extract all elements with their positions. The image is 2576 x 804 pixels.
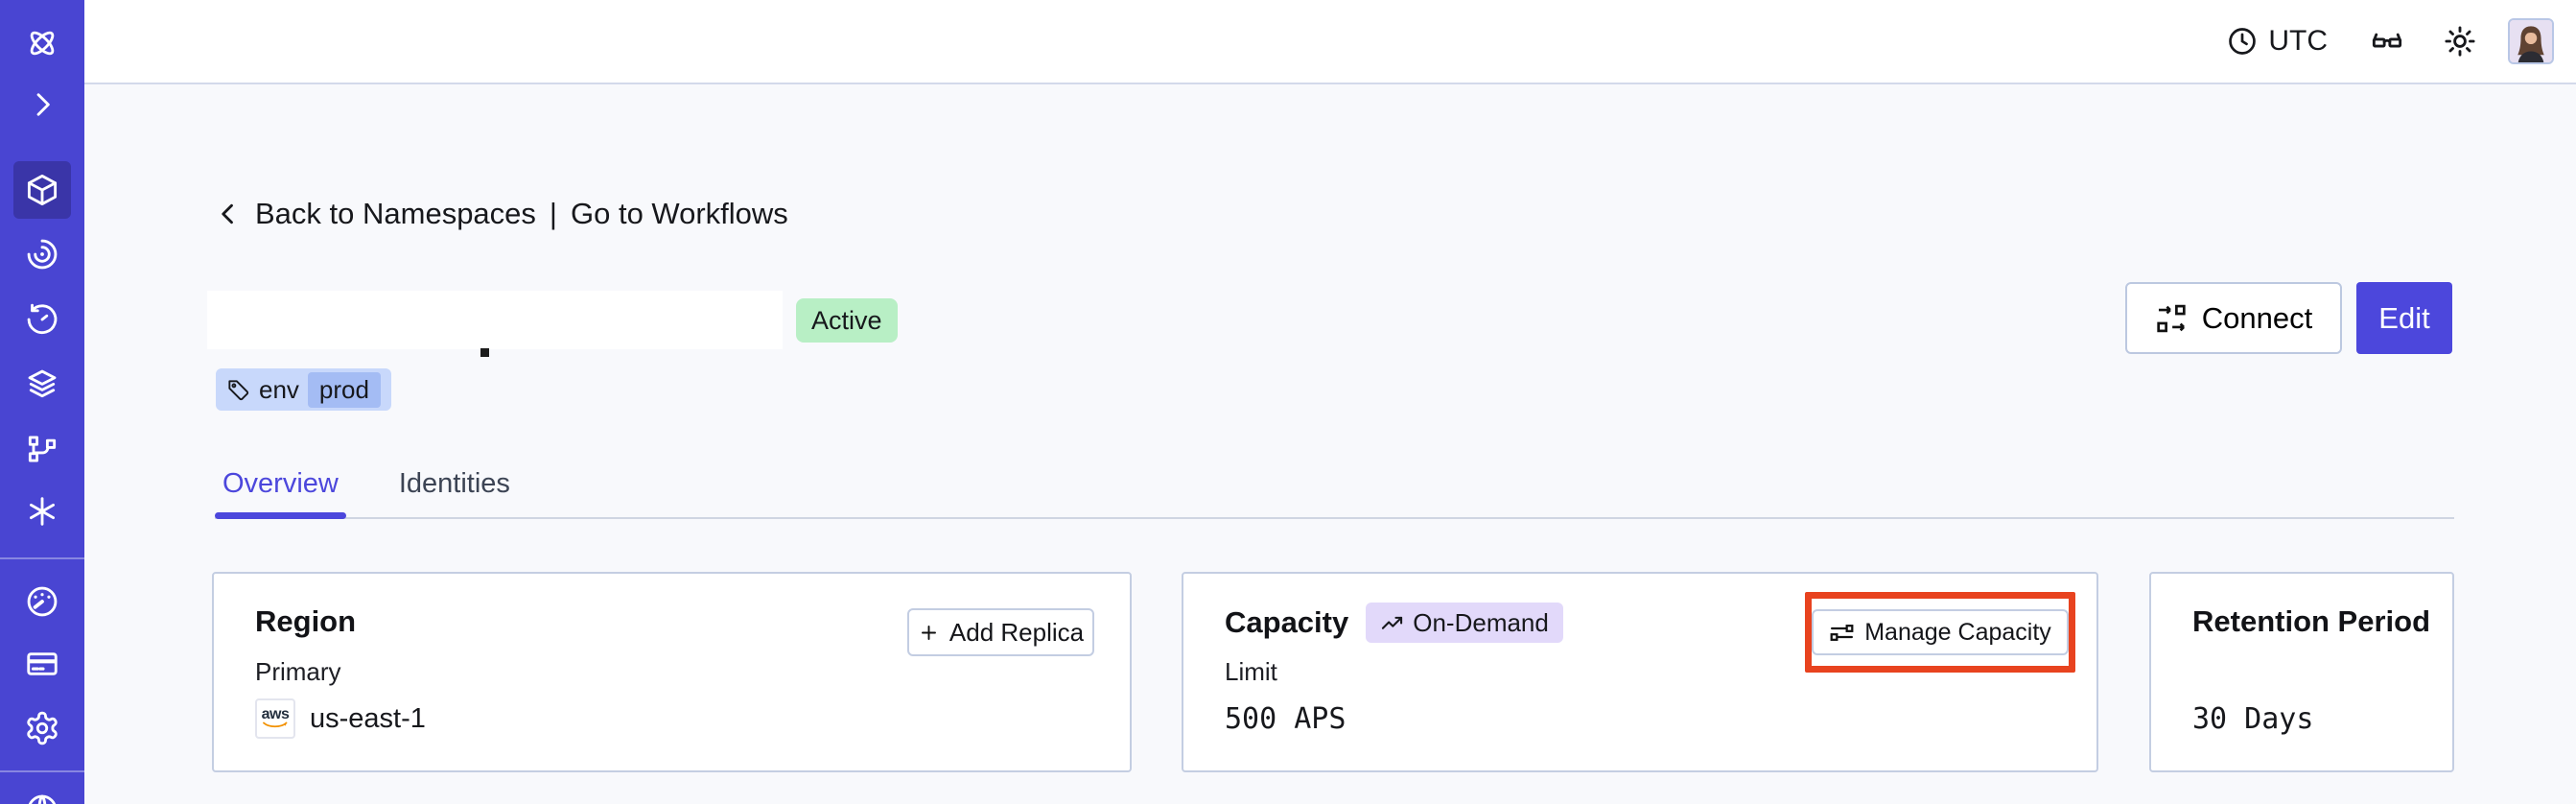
tabs-divider-line [215,517,2454,519]
gauge-icon [27,586,58,617]
sliders-icon [1830,624,1854,641]
schedule-clock-icon [27,303,58,335]
add-replica-button[interactable]: Add Replica [907,608,1094,656]
glasses-icon [2372,33,2402,48]
retention-card: Retention Period 30 Days [2149,572,2454,772]
clock-icon [2229,28,2257,55]
layers-icon [28,369,57,398]
region-card: Region Add Replica Primary aws us-east-1 [212,572,1132,772]
expand-sidebar-chevron-icon[interactable] [13,76,71,133]
sidebar-item-usage[interactable] [13,573,71,630]
user-avatar[interactable] [2508,18,2554,64]
timezone-label: UTC [2268,25,2328,57]
sidebar-item-workflows[interactable] [13,225,71,283]
manage-capacity-button[interactable]: Manage Capacity [1812,609,2069,655]
temporal-logo-icon[interactable] [13,14,71,72]
tab-bar: Overview Identities [215,468,518,519]
plus-icon [921,625,936,640]
retention-value: 30 Days [2192,702,2314,736]
breadcrumb-back-link[interactable]: Back to Namespaces [255,197,536,230]
sidebar-item-settings[interactable] [13,699,71,757]
manage-capacity-highlight-annotation: Manage Capacity [1805,592,2075,673]
asterisk-icon [30,497,55,526]
namespace-name-redacted [207,291,783,349]
capacity-card: Capacity On-Demand Manage Capacity Limit… [1182,572,2098,772]
theme-toggle-button[interactable] [2441,22,2479,60]
limit-label: Limit [1225,657,1277,686]
region-card-title: Region [255,604,357,638]
spiral-icon [27,239,58,270]
sidebar-divider [0,557,84,559]
branch-icon [28,436,57,462]
breadcrumb-separator: | [549,197,557,230]
breadcrumb: Back to Namespaces | Go to Workflows [215,188,788,240]
sidebar-item-nexus[interactable] [13,420,71,478]
avatar-image [2510,20,2552,62]
status-badge: Active [796,298,898,343]
timezone-selector[interactable]: UTC [2226,25,2328,58]
credit-card-icon [27,652,58,675]
sidebar-item-batch-operations[interactable] [13,483,71,540]
tag-value: prod [307,371,381,408]
capacity-card-title: Capacity [1225,605,1349,639]
tab-overview[interactable]: Overview [215,468,346,519]
edit-button[interactable]: Edit [2356,282,2452,354]
breadcrumb-workflows-link[interactable]: Go to Workflows [570,197,788,230]
trending-up-icon [1382,616,1403,629]
sidebar-item-namespaces[interactable] [13,161,71,219]
tag-key: env [259,374,299,404]
primary-label: Primary [255,657,341,686]
namespace-name-fragment [480,348,489,357]
namespace-tag-chip: env prod [216,368,391,411]
sun-icon [2445,26,2475,57]
gear-icon [27,711,58,745]
topbar: UTC [84,0,2576,84]
chevron-left-icon[interactable] [215,201,242,227]
tag-icon [228,379,249,400]
sidebar-divider [0,770,84,772]
globe-icon [28,794,57,804]
on-demand-badge: On-Demand [1366,603,1563,643]
aws-provider-logo: aws [255,698,295,739]
cube-icon [27,175,58,205]
aws-smile-icon [263,721,288,728]
aws-logo-text: aws [261,706,290,722]
sidebar-item-deployments[interactable] [13,356,71,414]
capacity-limit-value: 500 APS [1225,702,1347,736]
connect-button[interactable]: Connect [2125,282,2342,354]
tab-identities[interactable]: Identities [398,468,510,499]
connect-flow-icon [2157,304,2186,332]
sidebar-item-schedules[interactable] [13,291,71,348]
labs-toggle-button[interactable] [2368,22,2406,60]
primary-region-value: us-east-1 [310,702,426,734]
retention-card-title: Retention Period [2192,604,2431,638]
sidebar [0,0,84,804]
sidebar-item-support[interactable] [13,781,71,804]
sidebar-item-billing[interactable] [13,635,71,693]
